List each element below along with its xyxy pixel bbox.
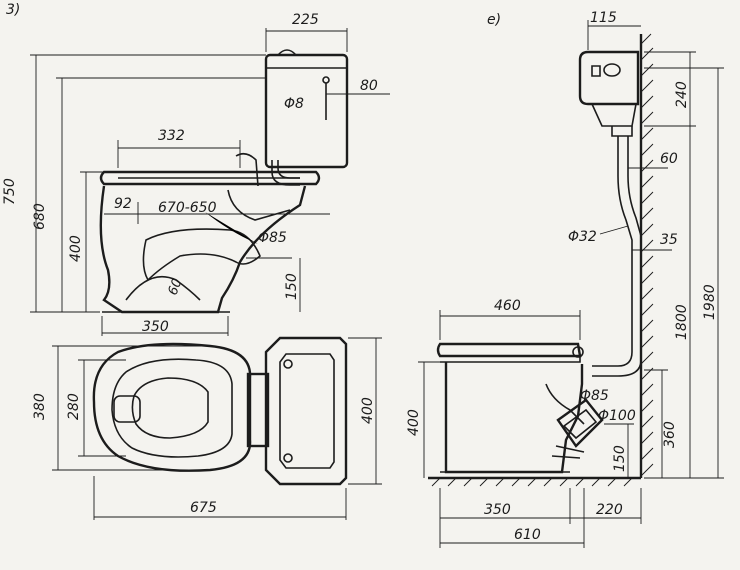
- svg-text:380: 380: [32, 393, 48, 420]
- drain-elbow: [551, 398, 604, 459]
- figure-label-b: е): [487, 12, 501, 28]
- svg-text:60: 60: [660, 151, 678, 167]
- dim-wall-tank-height: 240: [644, 51, 696, 127]
- label-pipe-diameter: Φ8: [284, 96, 304, 112]
- plan-bowl-opening: [131, 377, 209, 439]
- svg-text:35: 35: [660, 232, 678, 248]
- svg-text:1980: 1980: [702, 284, 718, 320]
- dim-wall-1980: 1980: [644, 67, 724, 479]
- dim-seat-height: 680: [32, 77, 266, 312]
- plan-hinge-block: [246, 372, 270, 448]
- dim-wall-pipe-top: 60: [628, 151, 678, 169]
- dim-wall-base-length: 350: [439, 488, 571, 524]
- svg-text:220: 220: [596, 502, 623, 518]
- svg-text:350: 350: [142, 319, 169, 335]
- dim-wall-seat-length: 460: [439, 298, 581, 340]
- wall-view: 115 240 60 Φ32 35 460 1800: [406, 10, 724, 548]
- svg-text:400: 400: [406, 409, 422, 436]
- high-cistern: [578, 50, 640, 137]
- plan-tank: [264, 336, 348, 486]
- svg-text:280: 280: [66, 393, 82, 420]
- dim-wall-drain-height: 150: [604, 423, 634, 478]
- dim-wall-bowl-height: 400: [406, 361, 446, 478]
- svg-text:350: 350: [484, 502, 511, 518]
- toilet-seat: [99, 152, 321, 187]
- toilet-bowl: [99, 185, 307, 314]
- cistern-tank: [264, 49, 349, 169]
- dim-bowl-height: 400: [68, 171, 104, 312]
- figure-label-a: 3): [6, 2, 20, 18]
- dim-plan-inner-width: 280: [66, 359, 126, 457]
- dim-wall-pipe-mid: 35: [632, 232, 678, 251]
- plan-seat-ring: [111, 358, 233, 458]
- svg-text:115: 115: [590, 10, 617, 26]
- dim-plan-outer-width: 380: [32, 345, 210, 471]
- dim-wall-outlet-height: 360: [644, 369, 678, 478]
- svg-text:750: 750: [2, 178, 18, 205]
- dim-seat-length: 332: [117, 128, 241, 168]
- label-wall-pipe-diameter: Φ32: [568, 229, 597, 245]
- plan-bowl-outer: [92, 342, 252, 472]
- svg-text:675: 675: [190, 500, 217, 516]
- svg-text:240: 240: [674, 81, 690, 108]
- dim-outlet-height: 150: [246, 257, 301, 312]
- dim-wall-tank-depth: 115: [587, 10, 641, 50]
- dim-plan-tank-width: 400: [348, 337, 382, 485]
- svg-text:460: 460: [494, 298, 521, 314]
- label-wall-drain-diameter: Φ100: [598, 408, 636, 424]
- svg-text:92: 92: [114, 196, 132, 212]
- svg-text:150: 150: [612, 445, 628, 472]
- plan-drain-opening: [113, 395, 141, 423]
- wall-toilet-seat: [436, 342, 584, 363]
- label-outlet-diameter: Φ85: [258, 230, 287, 246]
- svg-text:80: 80: [360, 78, 378, 94]
- dim-pipe-offset: 80: [326, 78, 390, 95]
- svg-text:360: 360: [662, 421, 678, 448]
- trap-centerline: [176, 212, 258, 290]
- label-wall-outlet-diameter: Φ85: [580, 388, 609, 404]
- dim-total-height: 750: [2, 54, 266, 313]
- label-outlet-angle: 60: [166, 277, 186, 298]
- dim-wall-offset: 220: [570, 488, 642, 524]
- svg-text:150: 150: [284, 273, 300, 300]
- svg-text:680: 680: [32, 203, 48, 230]
- dim-base-length: 350: [101, 316, 229, 336]
- dim-wall-1800: 1800: [674, 126, 691, 478]
- side-view: 225 80 Φ8 332 750 680 400 92 670: [2, 12, 390, 336]
- svg-text:670-650: 670-650: [158, 200, 217, 216]
- dim-wall-total-length: 610: [439, 524, 585, 548]
- dim-front-depth: 92 670-650: [104, 196, 330, 224]
- svg-text:1800: 1800: [674, 304, 690, 340]
- svg-text:400: 400: [360, 397, 376, 424]
- svg-text:400: 400: [68, 235, 84, 262]
- plan-view: 380 280 400 675: [32, 336, 382, 520]
- svg-text:332: 332: [158, 128, 185, 144]
- svg-text:610: 610: [514, 527, 541, 543]
- dim-tank-width: 225: [265, 12, 348, 52]
- dim-plan-total-length: 675: [93, 476, 347, 520]
- svg-text:225: 225: [292, 12, 319, 28]
- wall-flush-pipe: [592, 136, 642, 377]
